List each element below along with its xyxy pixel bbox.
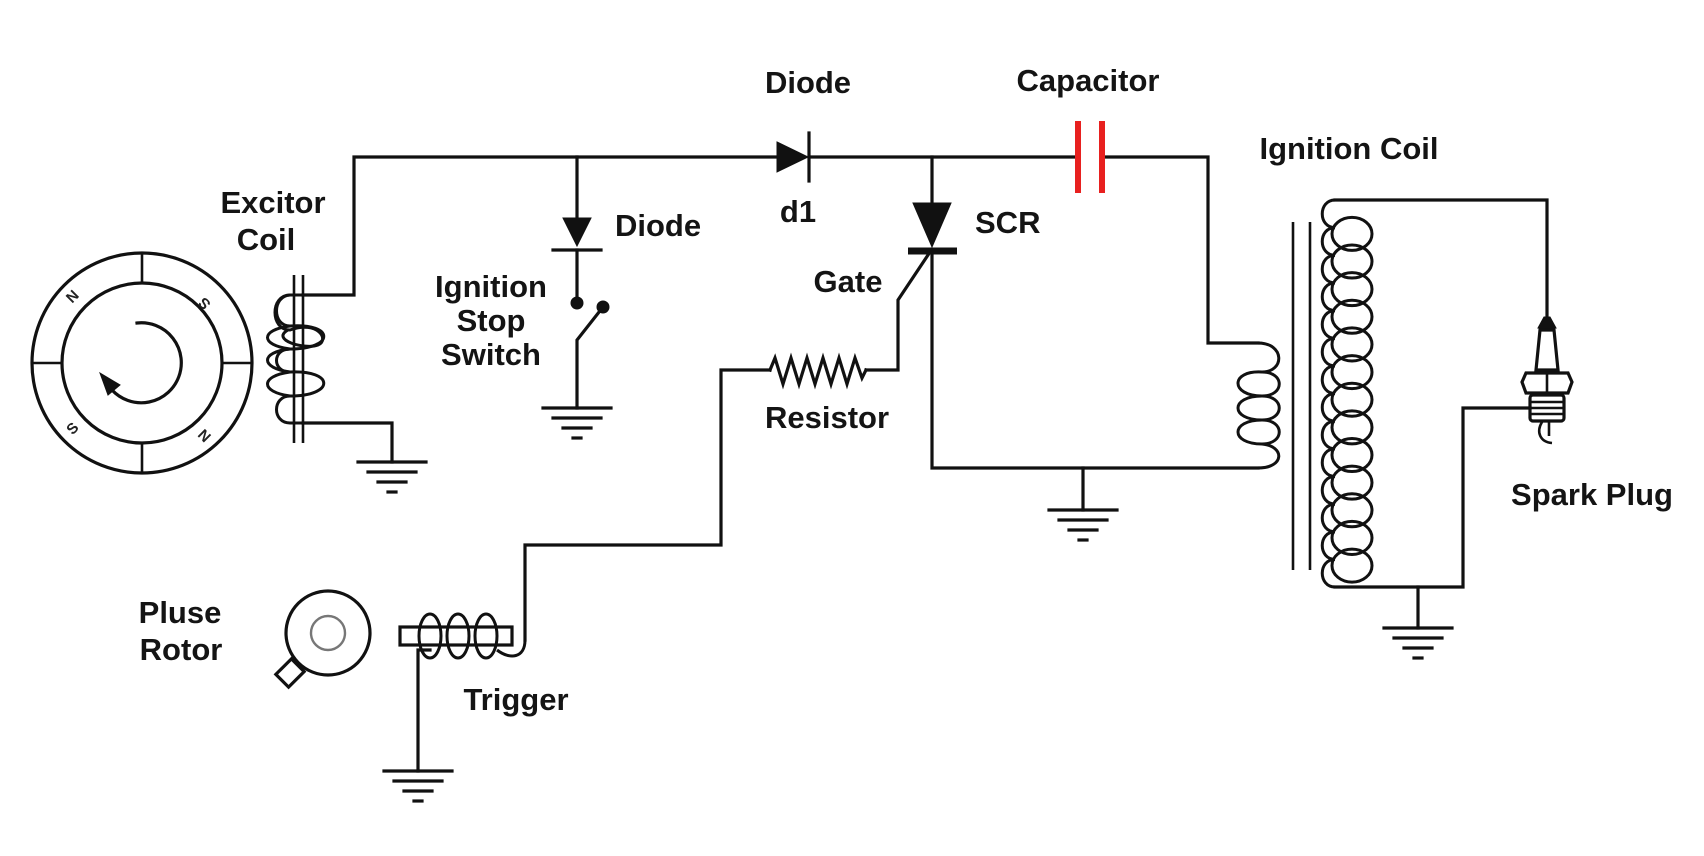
gate-label: Gate [814, 264, 883, 299]
coil-winding [1330, 271, 1374, 308]
diode-d1 [776, 131, 811, 183]
switch-label: Ignition [435, 269, 547, 304]
scr-label: SCR [975, 205, 1040, 240]
spark-plug [1520, 316, 1574, 445]
coil-winding [1330, 492, 1374, 529]
coil-winding [1320, 557, 1336, 589]
ground-icon [382, 769, 454, 803]
ignition-coil-label: Ignition Coil [1259, 131, 1438, 166]
pole-label: S [195, 294, 214, 313]
pulse-rotor-label: Pluse [139, 595, 222, 630]
ignition-coil [1236, 198, 1374, 589]
rotation-arrow-icon [99, 321, 183, 405]
spark-plug-label: Spark Plug [1511, 477, 1673, 512]
coil-winding [1330, 436, 1374, 474]
scr [908, 202, 957, 255]
diode-ref-label: d1 [780, 194, 816, 229]
switch-label: Switch [441, 337, 541, 372]
diode-d1-label: Diode [765, 65, 851, 100]
pulse-rotor-label: Rotor [140, 632, 223, 667]
grounds [356, 406, 1454, 803]
ignition-stop-switch[interactable] [570, 296, 610, 314]
excitor-coil-label: Coil [237, 222, 296, 257]
ground-icon [541, 406, 613, 440]
coil-winding [1330, 215, 1374, 252]
diode-branch [551, 217, 603, 252]
diode-branch-label: Diode [615, 208, 701, 243]
coil-winding [1330, 298, 1374, 335]
trigger-coil [398, 612, 527, 660]
ignition-coil-secondary [1320, 198, 1374, 589]
pole-label: N [195, 425, 215, 445]
magnet-rotor: N S N S [30, 251, 254, 475]
ground-icon [356, 460, 428, 494]
pole-label: S [63, 419, 82, 438]
coil-winding [1330, 409, 1374, 446]
ignition-coil-primary [1236, 341, 1281, 470]
excitor-coil-label: Excitor [220, 185, 325, 220]
coil-winding [1330, 519, 1374, 556]
coil-winding [1330, 547, 1374, 584]
coil-winding [1330, 326, 1374, 363]
coil-winding [1330, 243, 1374, 280]
pulse-rotor [273, 589, 372, 690]
resistor-label: Resistor [765, 400, 889, 435]
coil-winding [1320, 198, 1336, 230]
ground-icon [1047, 508, 1119, 542]
pole-label: N [63, 287, 83, 307]
coil-winding [1330, 381, 1374, 418]
labels: Excitor Coil Diode d1 Diode Ignition Sto… [139, 63, 1673, 717]
coil-winding [1330, 354, 1374, 391]
capacitor-label: Capacitor [1017, 63, 1160, 98]
capacitor [1075, 121, 1105, 193]
resistor [767, 352, 869, 390]
wires [301, 155, 1549, 773]
ground-icon [1382, 626, 1454, 660]
trigger-label: Trigger [463, 682, 568, 717]
switch-label: Stop [457, 303, 526, 338]
coil-winding [1330, 464, 1374, 501]
excitor-coil [266, 275, 325, 443]
